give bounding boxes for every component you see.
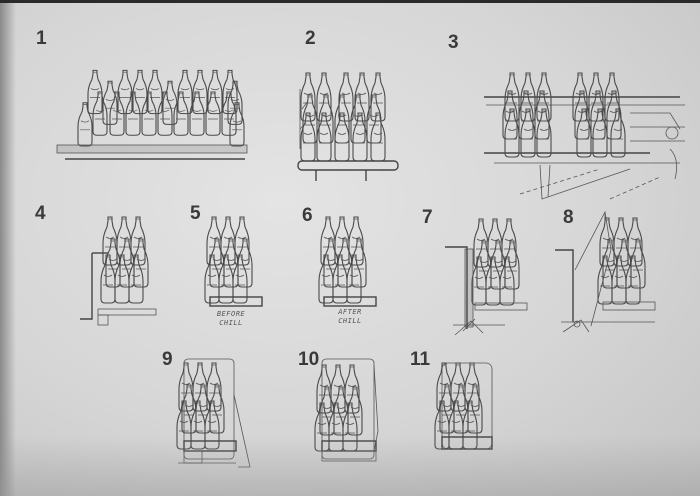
step-number-2: 2 (305, 28, 316, 49)
caption-line: CHILL (338, 317, 362, 325)
caption-after-chill: AFTER CHILL (325, 308, 375, 326)
step-7-illustration (445, 217, 528, 336)
step-number-10: 10 (298, 349, 320, 370)
step-11-illustration (440, 362, 493, 450)
diagram-sheet: 1 2 3 4 5 6 7 8 9 10 11 BEFORE CHILL AFT… (0, 3, 700, 496)
step-number-1: 1 (36, 28, 47, 49)
step-6-illustration (320, 215, 377, 307)
step-number-4: 4 (35, 203, 46, 224)
caption-before-chill: BEFORE CHILL (206, 310, 256, 328)
step-8-illustration (555, 210, 656, 333)
step-number-5: 5 (190, 203, 201, 224)
step-number-9: 9 (162, 349, 173, 370)
step-5-illustration (206, 215, 263, 307)
step-1-illustration (56, 69, 248, 160)
step-number-8: 8 (563, 207, 574, 228)
caption-line: CHILL (219, 319, 243, 327)
step-3-illustration (484, 72, 685, 200)
step-number-11: 11 (410, 349, 431, 370)
caption-line: BEFORE (216, 310, 246, 318)
step-number-3: 3 (448, 32, 459, 53)
caption-line: AFTER (338, 308, 362, 316)
step-number-6: 6 (302, 205, 313, 226)
step-4-illustration (80, 215, 157, 326)
step-number-7: 7 (422, 207, 433, 228)
step-10-illustration (318, 358, 379, 462)
step-2-illustration (297, 72, 399, 181)
step-9-illustration (178, 358, 251, 468)
